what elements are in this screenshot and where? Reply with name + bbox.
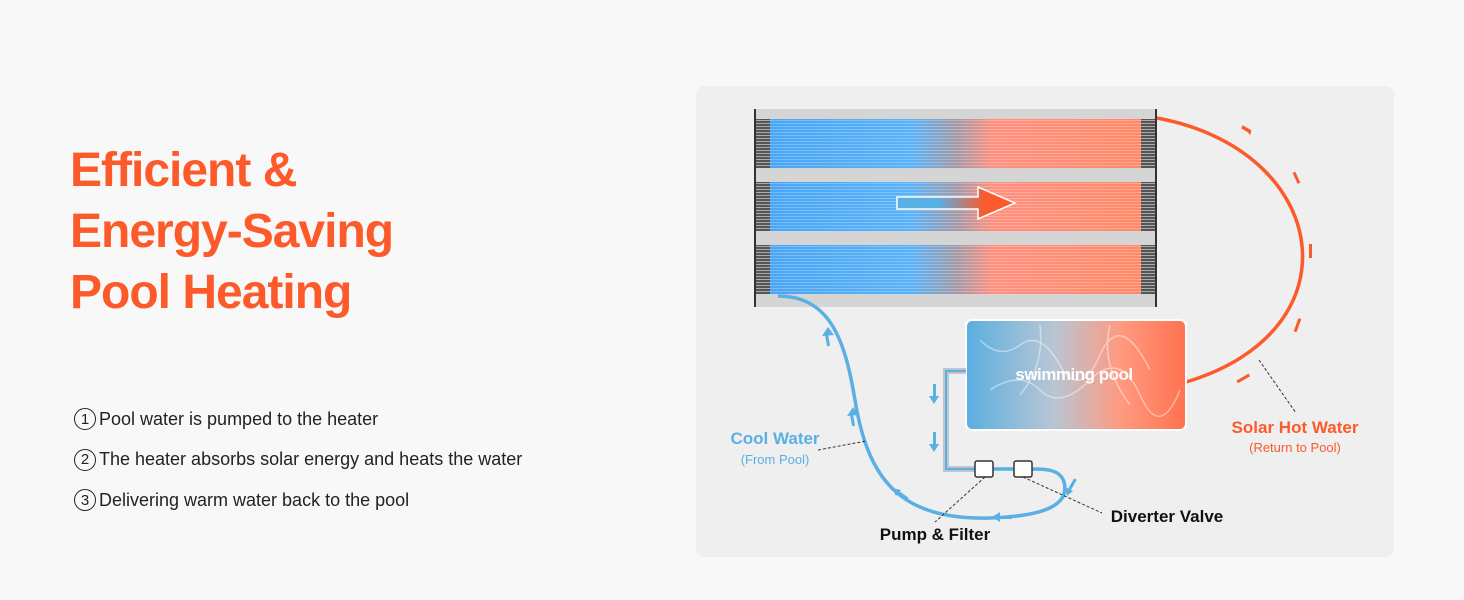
step-number: 2 xyxy=(74,448,96,471)
headline: Efficient & Energy-Saving Pool Heating xyxy=(70,140,394,323)
hot-flow-arrows-icon xyxy=(1236,124,1312,384)
headline-line: Efficient & xyxy=(70,144,297,197)
pump-filter-label: Pump & Filter xyxy=(880,525,991,544)
solar-panel xyxy=(754,109,1157,307)
pump-filter-icon xyxy=(974,460,994,478)
step-text: Delivering warm water back to the pool xyxy=(99,489,410,510)
cool-flow-arrows-icon xyxy=(822,327,1077,522)
diverter-valve-icon xyxy=(1013,460,1033,478)
step-number: 3 xyxy=(74,489,96,512)
headline-line: Pool Heating xyxy=(70,266,352,319)
step-text: Pool water is pumped to the heater xyxy=(99,408,379,429)
flow-arrow-icon xyxy=(896,185,1017,221)
cool-water-label: Cool Water xyxy=(730,429,819,448)
leader-lines xyxy=(817,359,1297,523)
cool-water-pipe xyxy=(777,294,1067,520)
headline-line: Energy-Saving xyxy=(70,205,394,258)
pool-label: swimming pool xyxy=(1015,365,1132,384)
cool-water-sublabel: (From Pool) xyxy=(741,452,810,467)
hot-water-sublabel: (Return to Pool) xyxy=(1249,440,1341,455)
hot-water-pipe xyxy=(1156,116,1305,384)
hot-water-label: Solar Hot Water xyxy=(1232,418,1359,437)
step-text: The heater absorbs solar energy and heat… xyxy=(99,449,523,470)
swimming-pool: swimming pool xyxy=(965,319,1187,431)
step-number: 1 xyxy=(74,408,96,431)
diverter-valve-label: Diverter Valve xyxy=(1111,507,1223,526)
